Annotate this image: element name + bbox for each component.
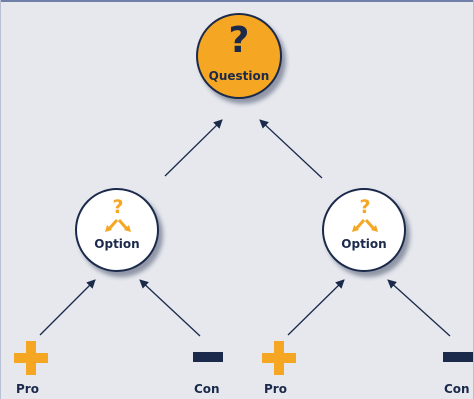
option-label: Option: [94, 237, 140, 251]
svg-text:?: ?: [359, 196, 370, 218]
edge-con2-to-option2: [387, 279, 451, 337]
question-mark-icon: ?: [228, 20, 250, 61]
con-label: Con: [194, 382, 220, 396]
question-node: ? Question: [196, 13, 282, 99]
pro-label: Pro: [264, 382, 287, 396]
option-node-2: ? Option: [322, 188, 406, 272]
plus-icon: [14, 341, 48, 375]
plus-icon: [262, 341, 296, 375]
frame-top-border: [0, 0, 474, 2]
edge-pro1-to-option1: [39, 279, 96, 336]
minus-icon: [443, 352, 473, 362]
edge-con1-to-option1: [139, 279, 201, 337]
edge-option1-to-question: [164, 119, 223, 177]
option-node-1: ? Option: [75, 188, 159, 272]
edge-option2-to-question: [259, 119, 323, 179]
minus-icon: [193, 352, 223, 362]
con-label: Con: [444, 382, 470, 396]
edge-pro2-to-option2: [287, 279, 345, 336]
frame-left-border: [0, 0, 1, 399]
question-label: Question: [208, 69, 270, 83]
option-label: Option: [341, 237, 387, 251]
branching-question-icon: ?: [352, 196, 378, 232]
pro-label: Pro: [16, 382, 39, 396]
svg-text:?: ?: [112, 196, 123, 218]
branching-question-icon: ?: [105, 196, 131, 232]
